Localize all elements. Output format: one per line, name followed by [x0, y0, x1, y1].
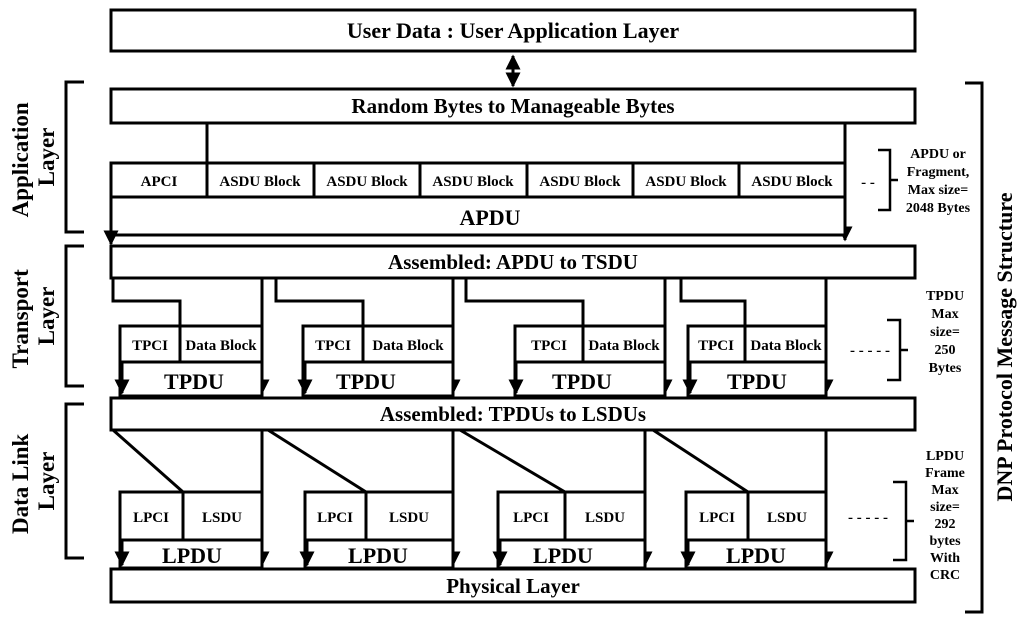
apci-cell: APCI: [141, 174, 178, 190]
side-title: DNP Protocol Message Structure: [992, 192, 1017, 501]
data-block-cell: Data Block: [185, 338, 257, 354]
lsdu-cell: LSDU: [389, 510, 429, 526]
tpdu-label: TPDU: [164, 369, 224, 394]
transport-layer-bracket: [64, 244, 84, 388]
transport-layer-label: Transport Layer: [8, 264, 59, 369]
tpdu-note-line: 250: [935, 343, 956, 358]
tpdu-label: TPDU: [727, 369, 787, 394]
lpdu-continuation: - - - - -: [848, 510, 888, 526]
tpdu-note-line: size=: [930, 325, 960, 340]
apdu-continuation: - -: [861, 175, 875, 191]
assembled-lsdu-box: [109, 396, 917, 432]
lpdu-note-line: LPDU: [926, 449, 964, 464]
tpdu-label: TPDU: [552, 369, 612, 394]
apdu-note-line: APDU or: [910, 147, 966, 162]
asdu-block-cell: ASDU Block: [751, 174, 833, 190]
transport-layer: Assembled: APDU to TSDU TPCI Data Block …: [109, 244, 964, 398]
application-layer-bracket: [64, 80, 84, 234]
lpdu-group: LPCI LSDU LPDU: [267, 428, 461, 570]
tpdu-label: TPDU: [336, 369, 396, 394]
tpdu-note-line: TPDU: [926, 289, 964, 304]
lpdu-note-line: bytes: [929, 534, 961, 549]
lpdu-label: LPDU: [533, 543, 593, 568]
lpdu-note-line: size=: [930, 500, 960, 515]
lpdu-label: LPDU: [348, 543, 408, 568]
lpdu-note-line: Max: [931, 483, 958, 498]
asdu-block-cell: ASDU Block: [645, 174, 727, 190]
data-block-cell: Data Block: [372, 338, 444, 354]
data-link-layer: Assembled: TPDUs to LSDUs LPCI LSDU LPDU…: [109, 396, 965, 583]
apdu-note-line: Max size=: [908, 183, 968, 198]
lpdu-group: LPCI LSDU LPDU: [652, 428, 834, 570]
user-layer-box: [109, 8, 917, 53]
assembled-lsdu-label: Assembled: TPDUs to LSDUs: [380, 402, 646, 426]
application-layer-label: Application Layer: [8, 97, 59, 218]
random-bytes-label: Random Bytes to Manageable Bytes: [351, 94, 674, 118]
lpdu-note-bracket: [893, 480, 908, 562]
apdu-note-line: 2048 Bytes: [906, 201, 971, 216]
lsdu-cell: LSDU: [585, 510, 625, 526]
asdu-block-cell: ASDU Block: [219, 174, 301, 190]
lsdu-cell: LSDU: [202, 510, 242, 526]
lpdu-group: LPCI LSDU LPDU: [459, 428, 653, 570]
user-application-layer: User Data : User Application Layer: [109, 8, 917, 53]
tpdu-note-line: Bytes: [929, 361, 962, 376]
physical-layer-box: [109, 567, 917, 604]
data-block-cell: Data Block: [588, 338, 660, 354]
lpdu-note-line: 292: [935, 517, 956, 532]
assembled-tsdu-label: Assembled: APDU to TSDU: [388, 250, 638, 274]
asdu-block-cell: ASDU Block: [326, 174, 408, 190]
lpci-cell: LPCI: [317, 510, 353, 526]
lsdu-cell: LSDU: [767, 510, 807, 526]
tpci-cell: TPCI: [132, 338, 168, 354]
tpci-cell: TPCI: [531, 338, 567, 354]
assembled-tsdu-box: [109, 244, 917, 280]
datalink-layer-label: Data Link Layer: [8, 428, 59, 534]
structure-bracket: [965, 81, 984, 614]
lpdu-note-line: Frame: [925, 466, 965, 481]
application-layer: Random Bytes to Manageable Bytes APCI AS…: [103, 87, 971, 246]
tpdu-group: TPCI Data Block TPDU: [111, 278, 270, 398]
user-layer-label: User Data : User Application Layer: [347, 18, 679, 43]
lpci-cell: LPCI: [133, 510, 169, 526]
apdu-box: [109, 161, 847, 237]
lpdu-label: LPDU: [162, 543, 222, 568]
physical-layer: Physical Layer: [109, 567, 917, 604]
lpdu-note-line: With: [930, 551, 960, 566]
apdu-note-line: Fragment,: [907, 165, 970, 180]
physical-layer-label: Physical Layer: [446, 574, 580, 598]
lpdu-label: LPDU: [726, 543, 786, 568]
tpci-cell: TPCI: [698, 338, 734, 354]
apdu-label: APDU: [459, 205, 520, 230]
tpdu-group: TPCI Data Block TPDU: [679, 278, 834, 398]
asdu-block-cell: ASDU Block: [539, 174, 621, 190]
tpdu-group: TPCI Data Block TPDU: [464, 278, 673, 398]
lpdu-group: LPCI LSDU LPDU: [112, 428, 270, 570]
tpdu-group: TPCI Data Block TPDU: [274, 278, 461, 398]
tpci-cell: TPCI: [315, 338, 351, 354]
lpci-cell: LPCI: [513, 510, 549, 526]
lpci-cell: LPCI: [699, 510, 735, 526]
tpdu-note-line: Max: [931, 307, 958, 322]
random-bytes-box: [109, 87, 917, 125]
datalink-layer-bracket: [64, 402, 84, 560]
data-block-cell: Data Block: [750, 338, 822, 354]
tpdu-continuation: - - - - -: [850, 343, 890, 359]
lpdu-note-line: CRC: [930, 568, 960, 583]
asdu-block-cell: ASDU Block: [432, 174, 514, 190]
apdu-note-bracket: [878, 148, 892, 212]
